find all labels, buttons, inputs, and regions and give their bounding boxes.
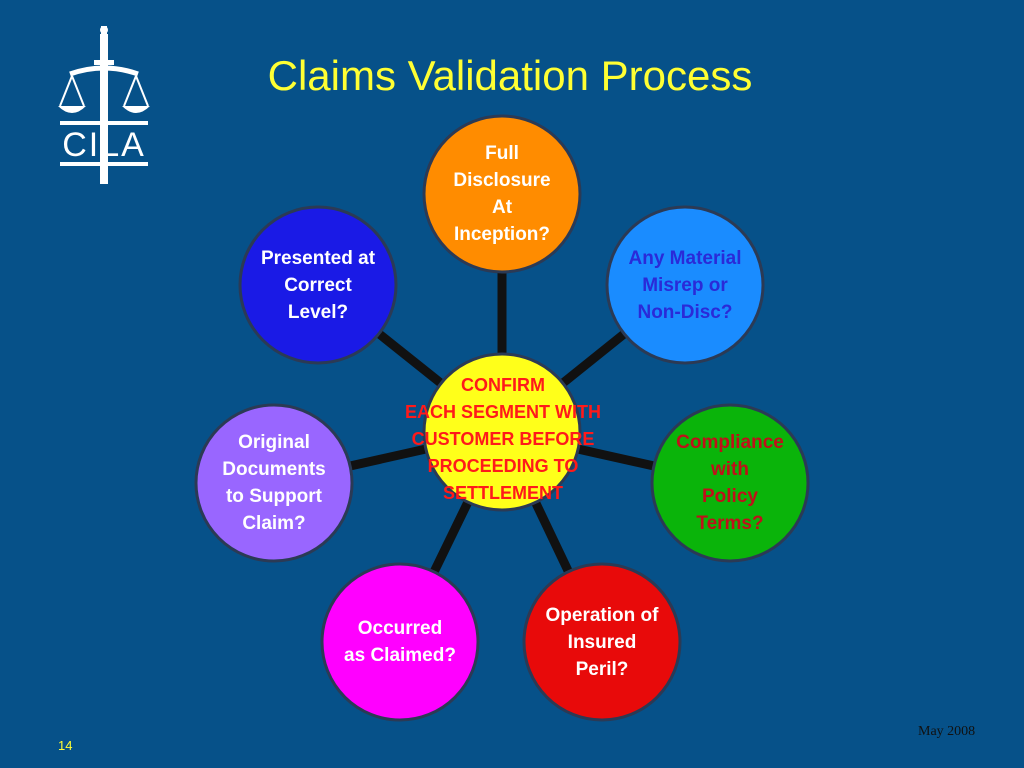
slide-date: May 2008	[918, 724, 976, 739]
logo-text: CILA	[62, 126, 146, 164]
node-policy-compliance	[650, 403, 810, 563]
slide-number: 14	[58, 738, 73, 753]
node-correct-level	[238, 205, 398, 365]
node-full-disclosure	[422, 114, 582, 274]
node-occurred-claimed	[320, 562, 480, 722]
center-node	[422, 352, 582, 512]
node-original-documents	[194, 403, 354, 563]
node-insured-peril	[522, 562, 682, 722]
node-material-misrep	[605, 205, 765, 365]
cila-logo-icon	[58, 26, 150, 184]
slide-title: Claims Validation Process	[267, 52, 753, 99]
